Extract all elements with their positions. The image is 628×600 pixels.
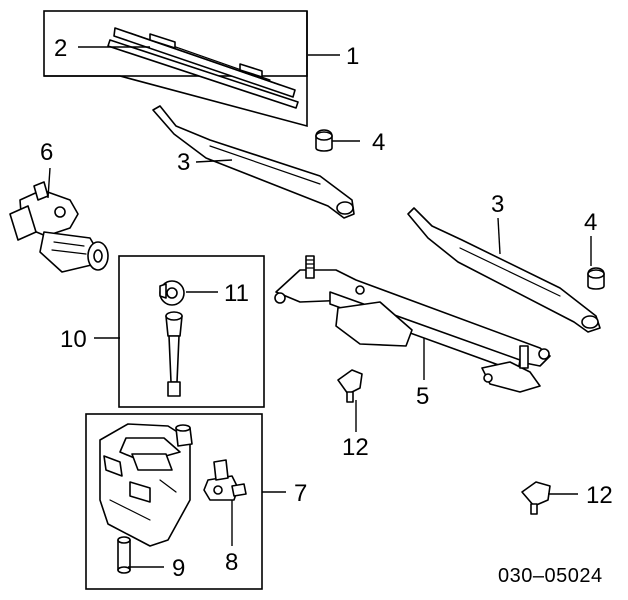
wiper-arm-right bbox=[407, 207, 601, 333]
figure-code: 030–05024 bbox=[498, 565, 603, 587]
callout-3-left: 3 bbox=[177, 149, 190, 176]
blade-group-box-skew bbox=[44, 11, 308, 128]
callout-3-right: 3 bbox=[491, 191, 504, 218]
washer-nozzle-right bbox=[521, 481, 551, 515]
callout-7: 7 bbox=[294, 480, 307, 507]
arm-nut-cap-right bbox=[587, 267, 605, 290]
callout-10: 10 bbox=[60, 326, 87, 353]
washer-hose-group-box bbox=[118, 255, 265, 408]
callout-8: 8 bbox=[225, 549, 238, 576]
callout-11: 11 bbox=[224, 280, 249, 307]
wiper-linkage bbox=[274, 255, 551, 393]
callout-4-upper: 4 bbox=[372, 129, 385, 156]
wiper-motor bbox=[9, 181, 109, 273]
leader-lines bbox=[47, 46, 592, 568]
washer-hose bbox=[165, 311, 183, 397]
callout-9: 9 bbox=[172, 555, 185, 582]
washer-nozzle-middle bbox=[337, 369, 363, 403]
arm-nut-cap-upper bbox=[315, 129, 333, 152]
callout-6: 6 bbox=[40, 139, 53, 166]
callout-5: 5 bbox=[416, 383, 429, 410]
washer-reservoir bbox=[99, 423, 193, 547]
washer-pump bbox=[203, 459, 247, 501]
callout-1: 1 bbox=[346, 43, 359, 70]
wiper-arm-left bbox=[152, 105, 355, 219]
hose-joint bbox=[159, 280, 185, 306]
callout-2: 2 bbox=[54, 35, 67, 62]
callout-12-right: 12 bbox=[586, 482, 613, 509]
callout-12-middle: 12 bbox=[342, 434, 369, 461]
washer-filter bbox=[117, 536, 131, 574]
washer-tank-group-box bbox=[85, 413, 263, 590]
wiper-blade bbox=[107, 27, 299, 109]
callout-4-right: 4 bbox=[584, 209, 597, 236]
